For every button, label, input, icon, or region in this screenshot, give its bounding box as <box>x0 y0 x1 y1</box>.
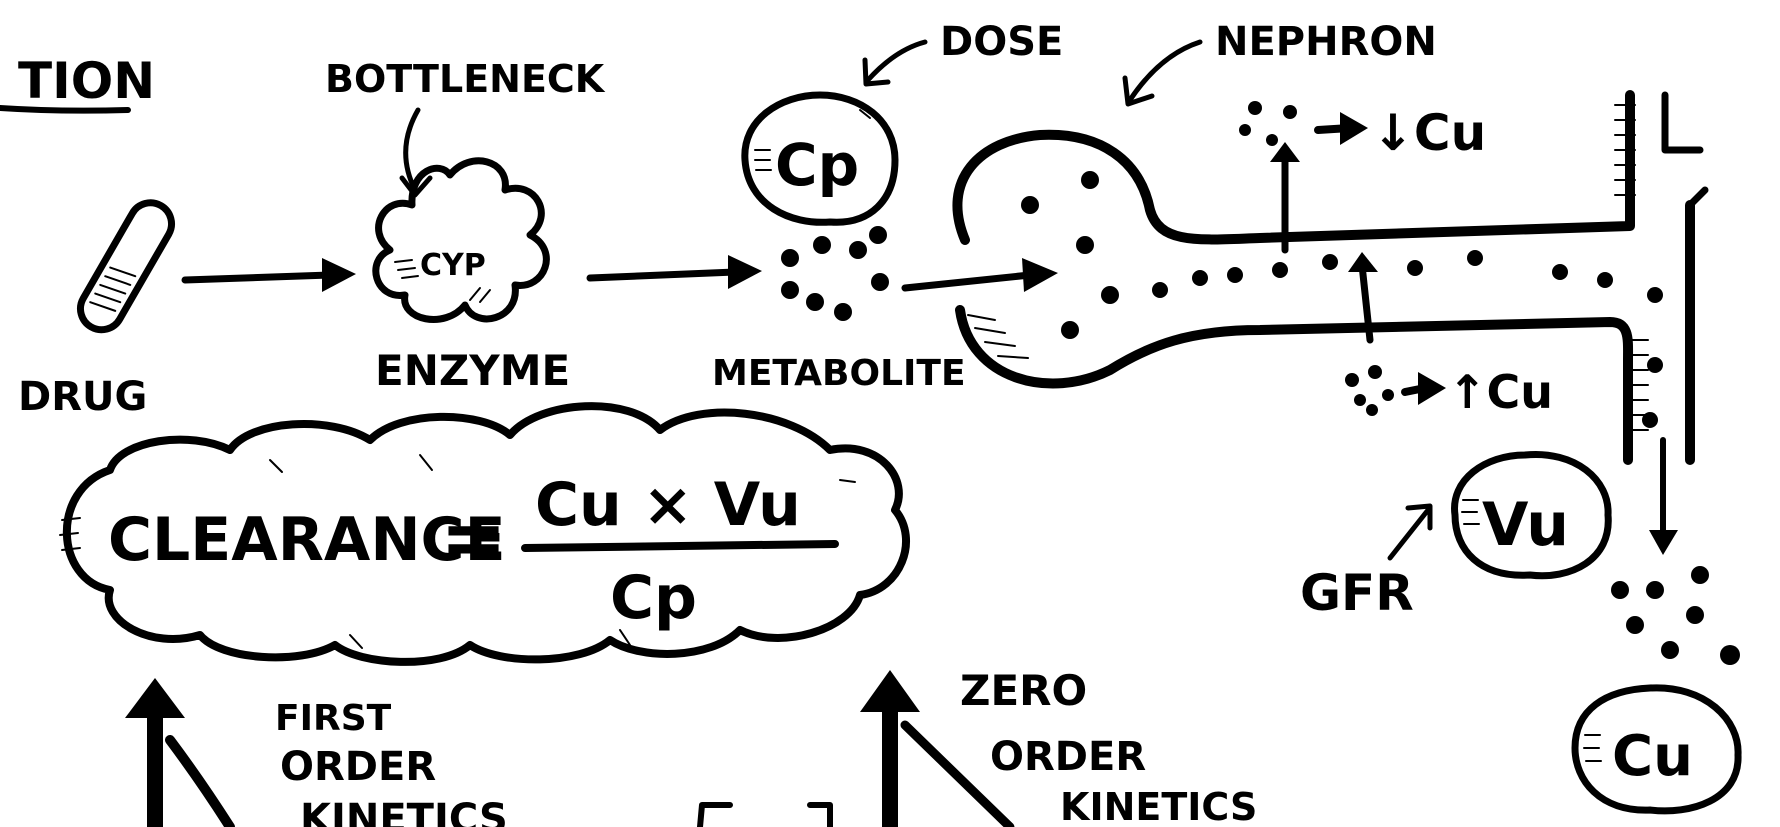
gfr-arrow <box>1387 503 1433 561</box>
arrow-enzyme-to-metabolite <box>586 255 762 289</box>
formula-equals: = <box>440 491 507 584</box>
vu-bubble: Vu <box>1451 450 1612 580</box>
reabsorption-arrow <box>1239 101 1368 254</box>
title-underline <box>0 105 131 114</box>
nephron-tubule <box>952 90 1709 465</box>
enzyme-blob: CYP <box>372 157 550 323</box>
first-order-line-1: FIRST <box>275 698 392 739</box>
first-order-line-3: KINETICS <box>300 796 508 827</box>
enzyme-inner-label: CYP <box>420 248 486 283</box>
nephron-label: NEPHRON <box>1215 19 1437 65</box>
bottom-bracket <box>697 802 833 827</box>
bottleneck-label: BOTTLENECK <box>325 57 606 101</box>
excretion-arrow <box>1649 437 1678 555</box>
partial-title-text: TION <box>18 52 155 110</box>
drug-pill <box>77 199 175 334</box>
formula-lhs: CLEARANCE <box>108 505 506 575</box>
nephron-arrow <box>1122 39 1203 107</box>
partial-title: TION <box>0 52 155 114</box>
up-cu-label: ↑Cu <box>1448 365 1553 419</box>
cu-bubble-label: Cu <box>1612 724 1693 789</box>
formula-fraction-bar <box>521 540 839 552</box>
first-order-line-2: ORDER <box>280 744 436 790</box>
nephron-dots <box>1021 171 1663 428</box>
urine-dots <box>1611 566 1740 665</box>
cu-bubble: Cu <box>1571 684 1742 815</box>
zero-order-line-1: ZERO <box>960 666 1087 715</box>
clearance-formula: CLEARANCE = Cu × Vu Cp <box>108 470 839 633</box>
cp-bubble-label: Cp <box>775 131 859 199</box>
down-cu-label: ↓Cu <box>1372 104 1486 162</box>
gfr-label: GFR <box>1300 564 1414 622</box>
formula-denominator: Cp <box>610 563 697 633</box>
arrow-into-nephron <box>901 258 1058 292</box>
secretion-arrow <box>1345 252 1446 416</box>
enzyme-label: ENZYME <box>375 346 570 395</box>
collecting-duct-marks <box>1661 91 1704 154</box>
zero-order-line-2: ORDER <box>990 734 1146 780</box>
dose-arrow <box>862 39 928 87</box>
formula-numerator: Cu × Vu <box>535 470 801 540</box>
metabolite-dots <box>781 226 889 321</box>
metabolite-label: METABOLITE <box>712 353 966 394</box>
dose-label: DOSE <box>940 19 1063 65</box>
cp-bubble: Cp <box>741 91 899 226</box>
arrow-drug-to-enzyme <box>181 258 356 292</box>
zero-order-arrow <box>860 670 1015 827</box>
zero-order-line-3: KINETICS <box>1060 785 1257 827</box>
clearance-cloud <box>59 402 910 666</box>
first-order-arrow <box>125 678 235 827</box>
vu-bubble-label: Vu <box>1482 490 1569 560</box>
drug-label: DRUG <box>18 374 147 420</box>
